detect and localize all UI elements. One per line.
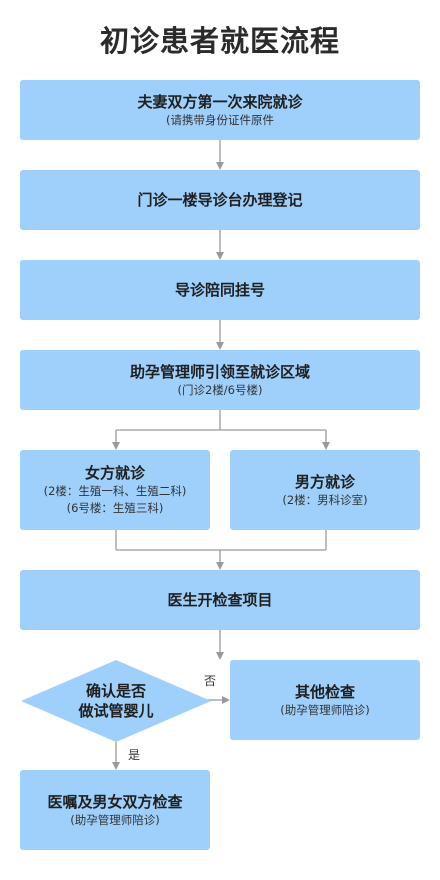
step-female-visit-title: 女方就诊 <box>84 464 145 482</box>
step-couple-tests: 医嘱及男女双方检查 (助孕管理师陪诊) <box>20 770 210 850</box>
step-first-visit-note: (请携带身份证件原件 <box>166 112 274 127</box>
step-couple-tests-title: 医嘱及男女双方检查 <box>47 792 183 811</box>
step-guided-registration: 导诊陪同挂号 <box>20 260 420 320</box>
step-female-visit-note-1: (2楼：生殖一科、生殖二科) <box>43 484 187 498</box>
decision-line-2: 做试管婴儿 <box>78 702 154 720</box>
step-female-visit-note-2: (6号楼：生殖三科) <box>66 501 164 515</box>
step-female-visit: 女方就诊 (2楼：生殖一科、生殖二科) (6号楼：生殖三科) <box>20 450 210 530</box>
step-male-visit-note: (2楼：男科诊室) <box>282 492 368 507</box>
step-guide-to-area-note: (门诊2楼/6号楼) <box>177 382 263 397</box>
step-guide-to-area-title: 助孕管理师引领至就诊区域 <box>129 362 310 381</box>
decision-line-1: 确认是否 <box>85 682 146 700</box>
step-other-tests-note: (助孕管理师陪诊) <box>280 702 370 717</box>
decision-text: 确认是否 做试管婴儿 <box>21 660 211 742</box>
step-male-visit-title: 男方就诊 <box>294 472 355 491</box>
step-guided-registration-title: 导诊陪同挂号 <box>174 281 265 299</box>
branch-no-label: 否 <box>204 674 217 688</box>
step-other-tests-title: 其他检查 <box>294 682 355 701</box>
step-male-visit: 男方就诊 (2楼：男科诊室) <box>230 450 420 530</box>
step-doctor-orders-title: 医生开检查项目 <box>167 591 273 609</box>
step-couple-tests-note: (助孕管理师陪诊) <box>70 812 160 827</box>
step-registration-title: 门诊一楼导诊台办理登记 <box>137 191 303 209</box>
branch-yes-label: 是 <box>128 748 141 762</box>
step-other-tests: 其他检查 (助孕管理师陪诊) <box>230 660 420 740</box>
step-first-visit-title: 夫妻双方第一次来院就诊 <box>137 92 303 111</box>
step-doctor-orders: 医生开检查项目 <box>20 570 420 630</box>
step-guide-to-area: 助孕管理师引领至就诊区域 (门诊2楼/6号楼) <box>20 350 420 410</box>
step-registration: 门诊一楼导诊台办理登记 <box>20 170 420 230</box>
step-first-visit: 夫妻双方第一次来院就诊 (请携带身份证件原件 <box>20 80 420 140</box>
page-title: 初诊患者就医流程 <box>99 24 340 58</box>
decision-diamond <box>21 660 211 742</box>
